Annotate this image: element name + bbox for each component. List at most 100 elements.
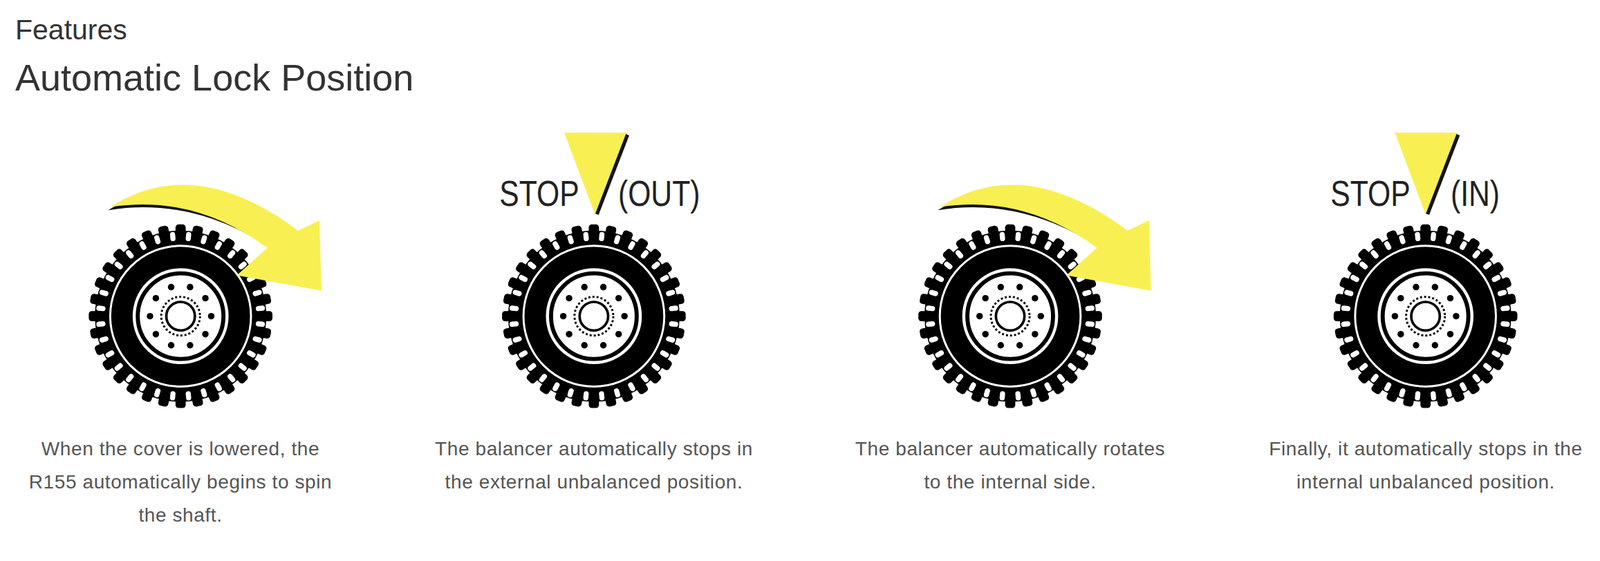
bolt-hole: [580, 342, 588, 349]
tread-slot: [598, 391, 606, 402]
tread-slot: [1340, 321, 1351, 328]
tread-slot: [96, 321, 106, 328]
tread-slot: [125, 249, 135, 260]
tread-slot: [138, 381, 148, 393]
tread-slot: [170, 391, 177, 402]
tread-slot: [1500, 305, 1511, 312]
tread-slot: [954, 249, 964, 260]
tread-slot: [1471, 249, 1482, 260]
bolt-hole: [1431, 284, 1439, 291]
tread-slot: [551, 240, 561, 251]
tread-slot: [668, 305, 679, 312]
pointer-group: [564, 132, 1459, 215]
tread-slot: [1482, 362, 1493, 372]
bolt-hole: [186, 342, 193, 349]
tread-slot: [1055, 249, 1066, 260]
bolt-hole: [1412, 284, 1419, 291]
rim: [546, 268, 643, 365]
tread-slot: [566, 387, 575, 399]
tread-slot: [1430, 391, 1437, 402]
tread-slot: [1471, 373, 1482, 384]
tread-slot: [104, 349, 115, 359]
tread-slot: [1500, 321, 1511, 328]
tread-slot: [1015, 231, 1022, 242]
tread-slot: [246, 349, 257, 359]
tread-slot: [526, 260, 538, 271]
tread-slot: [96, 305, 106, 312]
tread-slot: [1445, 387, 1453, 399]
tread-slot: [1383, 381, 1393, 393]
hub-dots: [161, 297, 200, 337]
tire: [924, 230, 1096, 403]
bolt-hole: [186, 284, 193, 291]
hub-dots: [1406, 297, 1446, 337]
tread-slot: [1496, 289, 1508, 298]
tread-slot: [185, 391, 192, 402]
tire: [94, 230, 267, 403]
tread-slot: [526, 362, 538, 372]
tread-slot: [968, 381, 978, 393]
bolt-hole: [620, 313, 628, 320]
tread-slot: [199, 387, 208, 399]
rim: [962, 268, 1059, 365]
rotation-arrow: [937, 185, 1151, 292]
tread-slot: [517, 274, 529, 284]
bolt-hole: [976, 313, 983, 320]
tire: [1340, 230, 1512, 403]
tread-slot: [582, 231, 590, 242]
tread-slot: [1369, 373, 1380, 384]
tread-slot: [1445, 234, 1453, 245]
tread-slot: [954, 373, 964, 384]
bolt-hole: [1447, 331, 1454, 338]
tread-slot: [650, 260, 662, 271]
tread-slot: [1029, 387, 1038, 399]
bolt-hole: [201, 331, 209, 338]
bolt-hole: [615, 295, 622, 302]
tread-slot: [983, 234, 991, 245]
sidewall-ring: [939, 246, 1081, 388]
tread-slot: [613, 234, 621, 245]
hub: [166, 302, 195, 331]
tread-slot: [1398, 387, 1407, 399]
tread-slot: [934, 349, 945, 359]
tread-slot: [1383, 240, 1393, 251]
tread-slot: [1340, 305, 1351, 312]
tread-slot: [113, 260, 124, 271]
position-label: (OUT): [618, 172, 700, 215]
rim-ring: [137, 273, 224, 360]
hub: [1411, 302, 1440, 331]
tread-slot: [537, 373, 548, 384]
bolt-hole: [1397, 331, 1404, 338]
rotation-arrow: [107, 185, 321, 292]
step-caption: The balancer automatically rotates to th…: [847, 432, 1173, 500]
tread-slot: [512, 289, 523, 298]
page-title: Automatic Lock Position: [15, 55, 414, 100]
tread-slot: [928, 336, 939, 344]
tread-slot: [1343, 289, 1354, 298]
bolt-hole: [146, 313, 153, 320]
bolt-hole: [1397, 295, 1404, 302]
tread-slot: [237, 362, 248, 372]
wheel-symbol: [918, 224, 1103, 409]
tread-slot: [517, 349, 529, 359]
tread-slot: [925, 321, 936, 328]
section-heading: Features: [15, 12, 128, 48]
tread-slot: [934, 274, 945, 284]
tread-slot: [658, 349, 670, 359]
bolt-hole: [1412, 342, 1419, 349]
stop-label: STOP: [1331, 172, 1411, 215]
bolt-hole: [1447, 295, 1454, 302]
tread-slot: [213, 240, 223, 251]
tread-slot: [999, 231, 1006, 242]
tread-slot: [1349, 349, 1361, 359]
bolt-hole: [560, 313, 567, 320]
tread-slot: [582, 391, 590, 402]
tread-slot: [1414, 231, 1421, 242]
bolt-hole: [615, 331, 622, 338]
stop-label: STOP: [499, 172, 580, 215]
tread-slot: [1490, 274, 1502, 284]
tread-slot: [925, 305, 936, 312]
tread-slot: [1075, 349, 1087, 359]
tread-slot: [1343, 336, 1354, 344]
tread-slot: [598, 231, 606, 242]
